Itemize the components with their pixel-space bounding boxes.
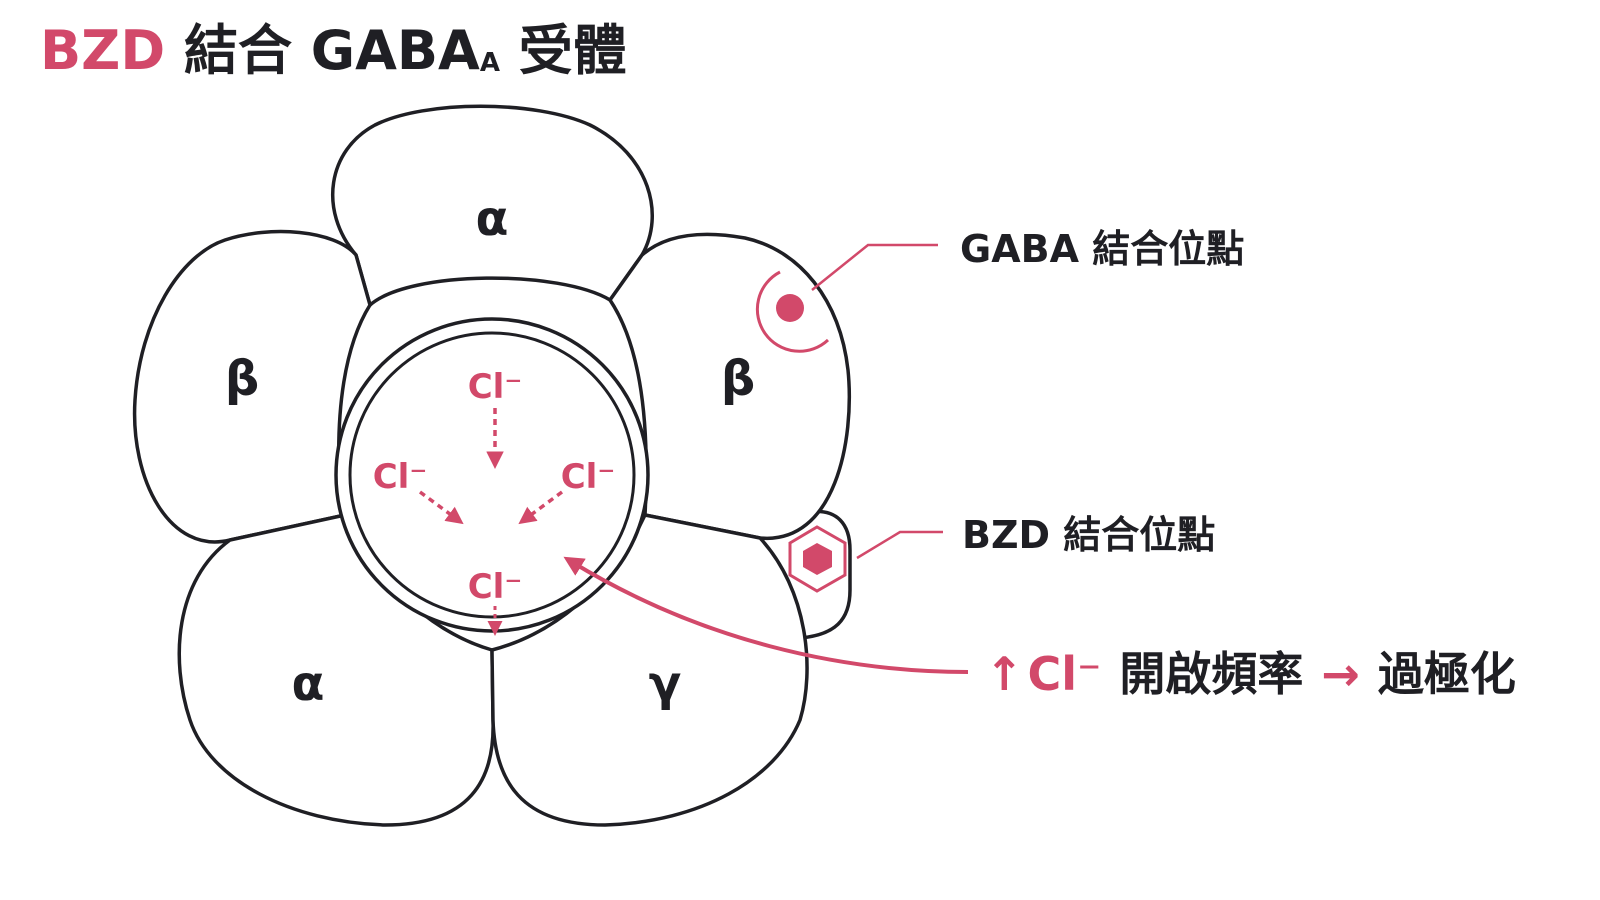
bzd-site-hexagon-icon [803, 543, 832, 575]
bzd-site-label: BZD 結合位點 [962, 513, 1215, 557]
gaba-leader-line [811, 243, 938, 291]
gaba-site-dot [776, 294, 804, 322]
effect-line: ↑Cl⁻ 開啟頻率 → 過極化 [985, 647, 1516, 701]
effect-arrow [563, 556, 969, 674]
bzd-leader-line [856, 530, 943, 560]
gaba-site-label: GABA 結合位點 [960, 227, 1244, 271]
effect-ion: Cl⁻ [1028, 647, 1102, 701]
subunit-label-gamma: γ [649, 656, 682, 712]
subunit-label-beta-left: β [225, 351, 259, 407]
chloride-label-top: Cl⁻ [468, 367, 523, 407]
chloride-label-bottom: Cl⁻ [468, 567, 523, 607]
subunit-gamma [490, 513, 809, 827]
chloride-label-left: Cl⁻ [373, 457, 428, 497]
ion-arrow-left [418, 490, 464, 525]
subunit-alpha-bottom [177, 513, 495, 827]
pore-inner-ring [348, 331, 636, 619]
title-main: 結合 GABA [183, 19, 480, 82]
title-highlight: BZD [40, 19, 166, 82]
subunit-label-alpha-bottom: α [292, 656, 325, 712]
title-subscript: A [479, 48, 500, 78]
ion-arrow-right [518, 490, 564, 525]
title-suffix: 受體 [518, 19, 627, 82]
effect-up-arrow: ↑ [985, 647, 1024, 701]
effect-result: 過極化 [1378, 647, 1516, 701]
subunit-label-beta-right: β [721, 351, 755, 407]
effect-text: 開啟頻率 [1119, 647, 1303, 701]
subunit-alpha-top [330, 104, 654, 307]
subunit-beta-left [132, 229, 372, 544]
effect-right-arrow: → [1321, 647, 1360, 701]
page-title: BZD 結合 GABAA 受體 [40, 16, 627, 86]
chloride-label-right: Cl⁻ [561, 457, 616, 497]
gaba-site-pocket [755, 270, 830, 353]
bzd-site-hexagon-outline [788, 525, 847, 593]
subunit-label-alpha-top: α [476, 191, 509, 247]
